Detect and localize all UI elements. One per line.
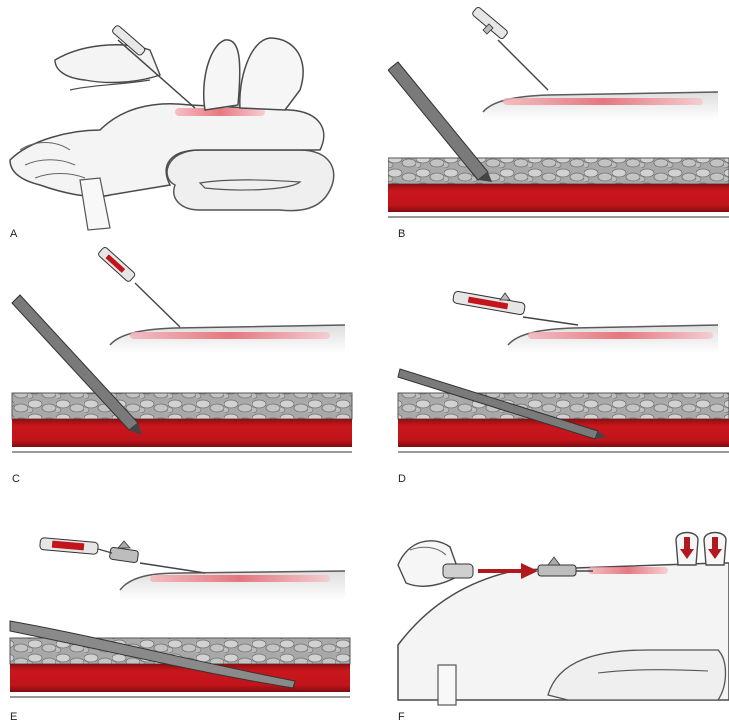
surface-vessel [150,575,330,582]
panel-label-d: D [398,473,406,485]
needle-assembly [453,291,578,325]
panel-c-illustration [0,245,365,485]
artery-cross-section [10,664,350,692]
panel-b: B [388,0,729,245]
panel-f-illustration [388,485,729,725]
panel-d: D [388,245,729,485]
surface-vessel [503,98,703,105]
tissue-layer [398,393,729,419]
artery-cross-section [12,419,352,447]
tissue-layer [12,393,352,419]
compressing-fingers [676,533,726,566]
pulse-line [588,567,668,574]
surface-vessel [130,332,330,339]
panel-a: A [0,0,365,245]
panel-f: F [388,485,729,725]
panel-a-illustration [0,0,365,245]
tape-strip [438,665,456,705]
wrist-bolster [167,150,334,211]
panel-b-illustration [388,0,729,245]
panel-label-c: C [12,473,20,485]
panel-label-f: F [398,711,405,723]
artery-cross-section [388,184,729,212]
panel-c: C [0,245,365,485]
needle-assembly [471,6,548,90]
needle-assembly [97,246,180,327]
panel-label-b: B [398,228,405,240]
panel-e: E [0,485,365,725]
panel-label-a: A [10,228,17,240]
palpating-fingers [204,38,303,110]
needle-assembly [40,537,205,573]
panel-e-illustration [0,485,365,725]
surface-vessel [528,332,713,339]
skin-surface [483,92,718,120]
tissue-layer [388,158,729,184]
panel-label-e: E [10,711,17,723]
panel-d-illustration [388,245,729,485]
